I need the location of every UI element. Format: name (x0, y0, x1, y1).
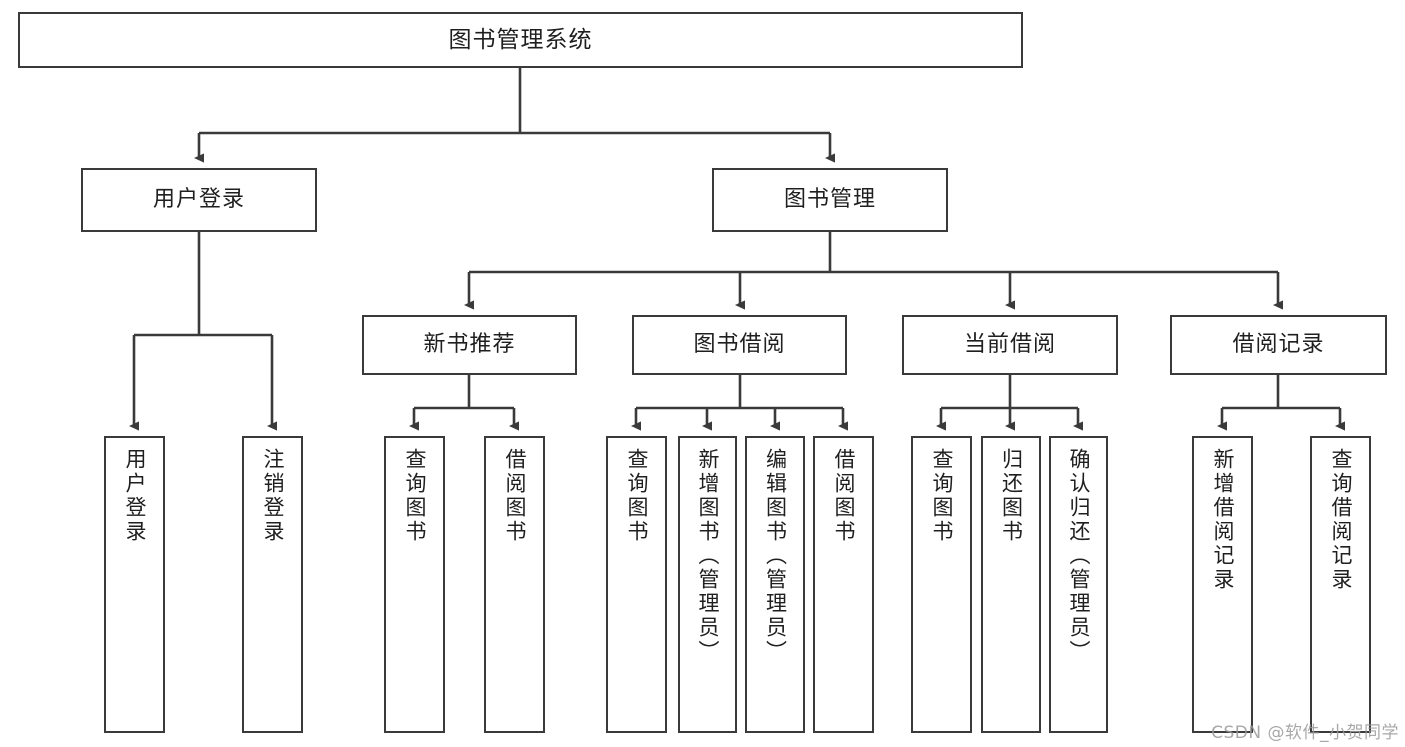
leaf-user-login-logout[interactable]: 注销登录 (242, 436, 303, 733)
leaf-current-borrow-query-books[interactable]: 查询图书 (911, 436, 972, 733)
leaf-label: 确认归还（管理员） (1067, 448, 1091, 664)
node-label: 用户登录 (152, 187, 245, 213)
node-label: 图书管理系统 (448, 26, 593, 53)
node-label: 新书推荐 (423, 332, 516, 358)
leaf-label: 查询图书 (625, 448, 649, 544)
leaf-label: 查询图书 (403, 448, 427, 544)
leaf-label: 新增图书（管理员） (696, 448, 720, 664)
node-label: 借阅记录 (1232, 332, 1325, 358)
leaf-book-borrow-query-books[interactable]: 查询图书 (606, 436, 667, 733)
leaf-current-borrow-confirm-return-admin[interactable]: 确认归还（管理员） (1049, 436, 1108, 733)
leaf-new-book-borrow-books[interactable]: 借阅图书 (484, 436, 545, 733)
leaf-label: 查询图书 (930, 448, 954, 544)
node-book-borrowing[interactable]: 图书借阅 (632, 315, 847, 375)
leaf-record-add-borrow-record[interactable]: 新增借阅记录 (1192, 436, 1253, 733)
node-new-book-recommendation[interactable]: 新书推荐 (362, 315, 577, 375)
node-label: 当前借阅 (963, 332, 1056, 358)
node-current-borrowing[interactable]: 当前借阅 (902, 315, 1118, 375)
leaf-book-borrow-borrow-books[interactable]: 借阅图书 (813, 436, 874, 733)
leaf-current-borrow-return-books[interactable]: 归还图书 (981, 436, 1041, 733)
leaf-label: 注销登录 (261, 448, 285, 544)
leaf-new-book-query-books[interactable]: 查询图书 (384, 436, 445, 733)
node-label: 图书借阅 (693, 332, 786, 358)
node-user-login[interactable]: 用户登录 (81, 168, 317, 232)
leaf-label: 归还图书 (999, 448, 1024, 544)
csdn-watermark: CSDN @软件_小贺同学 (1211, 723, 1399, 743)
leaf-book-borrow-add-book-admin[interactable]: 新增图书（管理员） (678, 436, 737, 733)
leaf-label: 用户登录 (123, 448, 147, 544)
leaf-record-query-borrow-record[interactable]: 查询借阅记录 (1310, 436, 1371, 733)
leaf-label: 编辑图书（管理员） (763, 448, 788, 664)
node-borrowing-record[interactable]: 借阅记录 (1170, 315, 1387, 375)
node-root-book-management-system[interactable]: 图书管理系统 (18, 12, 1023, 68)
leaf-book-borrow-edit-book-admin[interactable]: 编辑图书（管理员） (745, 436, 805, 733)
leaf-label: 借阅图书 (832, 448, 856, 544)
leaf-label: 借阅图书 (503, 448, 527, 544)
leaf-label: 新增借阅记录 (1211, 448, 1235, 592)
node-label: 图书管理 (783, 187, 876, 213)
leaf-label: 查询借阅记录 (1329, 448, 1353, 592)
node-book-management[interactable]: 图书管理 (712, 168, 948, 232)
leaf-user-login-login[interactable]: 用户登录 (104, 436, 165, 733)
